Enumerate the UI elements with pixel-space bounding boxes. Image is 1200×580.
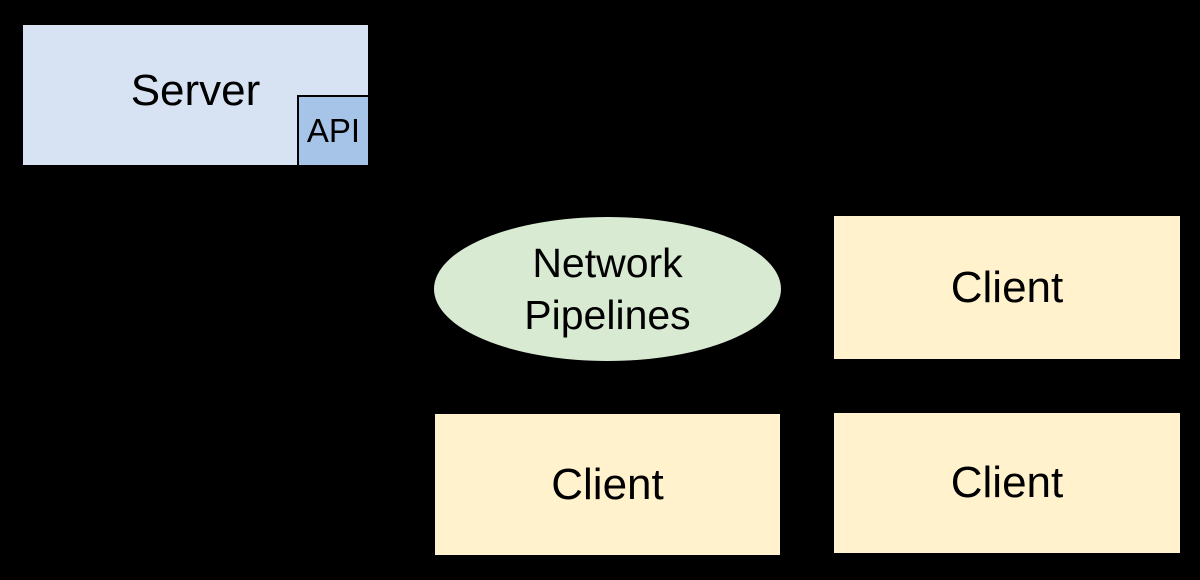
network-pipelines-node: Network Pipelines [432, 215, 783, 363]
client-label: Client [551, 459, 664, 509]
network-pipelines-label-line1: Network [532, 239, 683, 286]
api-label: API [306, 112, 361, 149]
client-node-bottom-right: Client [832, 411, 1182, 555]
client-node-bottom-left: Client [433, 412, 782, 557]
client-node-top-right: Client [832, 214, 1182, 361]
server-label: Server [130, 66, 261, 115]
api-node: API [297, 95, 370, 167]
network-pipelines-label-line2: Pipelines [524, 292, 691, 338]
client-label: Client [950, 458, 1064, 507]
client-label: Client [950, 262, 1064, 312]
